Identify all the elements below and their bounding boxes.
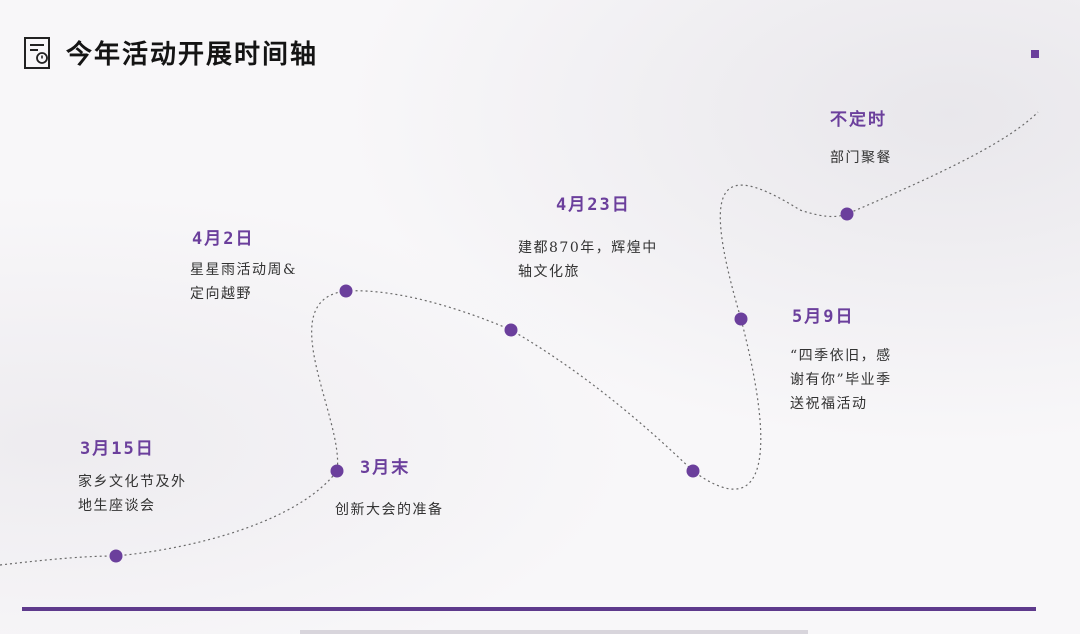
event-desc-apr23: 建都870年，辉煌中 轴文化旅 bbox=[518, 240, 658, 280]
bottom-bar bbox=[22, 607, 1036, 611]
event-desc-mar15: 家乡文化节及外 地生座谈会 bbox=[78, 474, 187, 514]
timeline-dot bbox=[840, 207, 854, 221]
document-icon bbox=[24, 37, 50, 69]
event-desc-apr2: 星星雨活动周& 定向越野 bbox=[190, 262, 297, 302]
timeline-dot bbox=[686, 464, 700, 478]
corner-square-decoration bbox=[1031, 50, 1039, 58]
timeline-dot bbox=[339, 284, 353, 298]
event-date-mar15: 3月15日 bbox=[80, 439, 155, 459]
timeline-dot bbox=[504, 323, 518, 337]
page-title: 今年活动开展时间轴 bbox=[66, 40, 319, 70]
event-date-apr2: 4月2日 bbox=[192, 229, 255, 249]
event-desc-may9: “四季依旧，感 谢有你”毕业季 送祝福活动 bbox=[790, 348, 892, 412]
event-desc-mar-end: 创新大会的准备 bbox=[335, 502, 444, 518]
event-date-may9: 5月9日 bbox=[792, 307, 855, 327]
bottom-scroll-indicator bbox=[300, 630, 808, 634]
timeline-dot bbox=[330, 464, 344, 478]
event-date-irregular: 不定时 bbox=[830, 110, 887, 130]
event-desc-irregular: 部门聚餐 bbox=[830, 150, 892, 166]
timeline-path bbox=[0, 111, 1039, 566]
event-date-mar-end: 3月末 bbox=[360, 458, 411, 478]
event-date-apr23: 4月23日 bbox=[556, 195, 631, 215]
timeline-dot bbox=[734, 312, 748, 326]
timeline-dot bbox=[109, 549, 123, 563]
